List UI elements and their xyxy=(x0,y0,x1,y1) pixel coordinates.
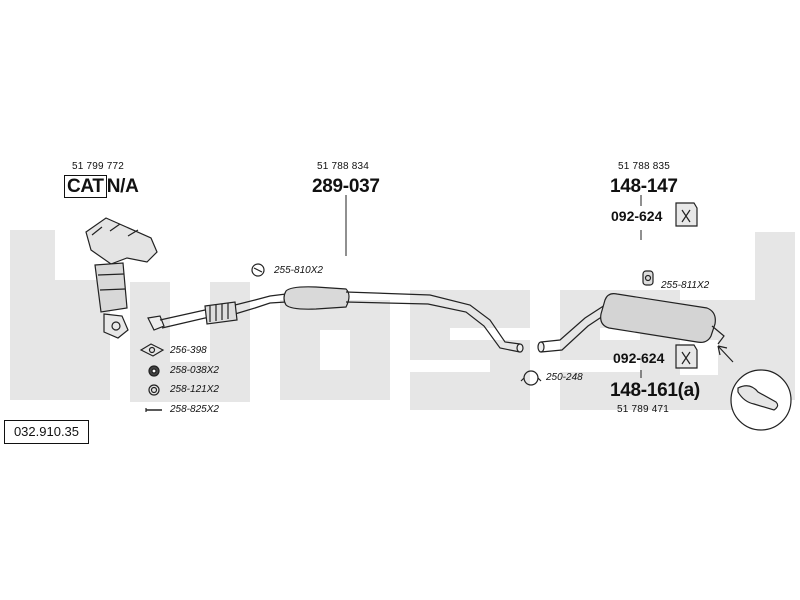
nut-label: 258-038X2 xyxy=(170,365,219,376)
rear-upper-part-number[interactable]: 148-147 xyxy=(610,176,678,197)
hanger-bracket-icon[interactable] xyxy=(675,202,698,227)
rear-silencer-part[interactable] xyxy=(537,293,725,353)
bolt-icon[interactable] xyxy=(145,408,162,412)
front-pipe-oe-number: 51 788 834 xyxy=(317,161,370,172)
gasket-icon[interactable] xyxy=(139,343,165,357)
front-pipe-part-number[interactable]: 289-037 xyxy=(312,176,380,197)
clamp-rear-label: 255-811X2 xyxy=(661,280,710,291)
rear-lower-part-number[interactable]: 148-161(a) xyxy=(610,380,700,401)
clamp-mid-label: 250-248 xyxy=(546,372,583,383)
rear-lower-oe-number: 51 789 471 xyxy=(617,404,670,415)
rear-lower-mount-number[interactable]: 092-624 xyxy=(613,350,665,366)
bolt-label: 258-825X2 xyxy=(170,404,219,415)
rear-upper-oe-number: 51 788 835 xyxy=(618,161,671,172)
clamp-icon[interactable] xyxy=(251,263,265,277)
rear-upper-mount-number[interactable]: 092-624 xyxy=(611,208,663,224)
rubber-mount-icon[interactable] xyxy=(642,270,654,286)
catalyst-part[interactable] xyxy=(85,217,158,339)
cat-value: N/A xyxy=(106,176,139,197)
detail-inset xyxy=(717,345,792,431)
clamp-front-label: 255-810X2 xyxy=(274,265,323,276)
front-pipe-part[interactable] xyxy=(147,286,524,353)
cat-badge: CAT xyxy=(64,175,107,198)
ring-icon[interactable] xyxy=(148,384,160,396)
ring-label: 258-121X2 xyxy=(170,384,219,395)
hanger-bracket-icon[interactable] xyxy=(675,344,698,369)
catalyst-oe-number: 51 799 772 xyxy=(72,161,125,172)
nut-icon[interactable] xyxy=(148,365,160,377)
gasket-label: 256-398 xyxy=(170,345,207,356)
diagram-reference-number: 032.910.35 xyxy=(4,420,89,444)
clamp-icon[interactable] xyxy=(520,370,542,386)
